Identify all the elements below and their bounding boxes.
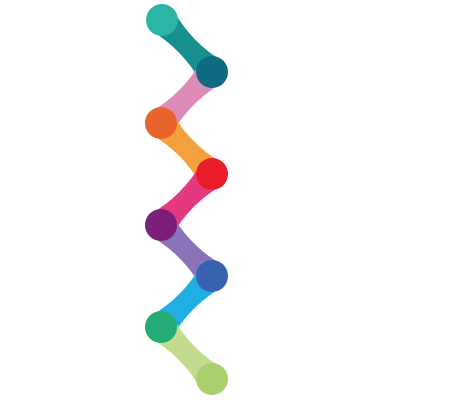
node-1	[146, 4, 178, 36]
node-8	[196, 363, 228, 395]
node-2	[196, 56, 228, 88]
node-3	[145, 107, 177, 139]
node-5	[145, 209, 177, 241]
nodes-layer	[145, 4, 228, 395]
node-4	[196, 158, 228, 190]
node-6	[196, 260, 228, 292]
node-7	[145, 311, 177, 343]
